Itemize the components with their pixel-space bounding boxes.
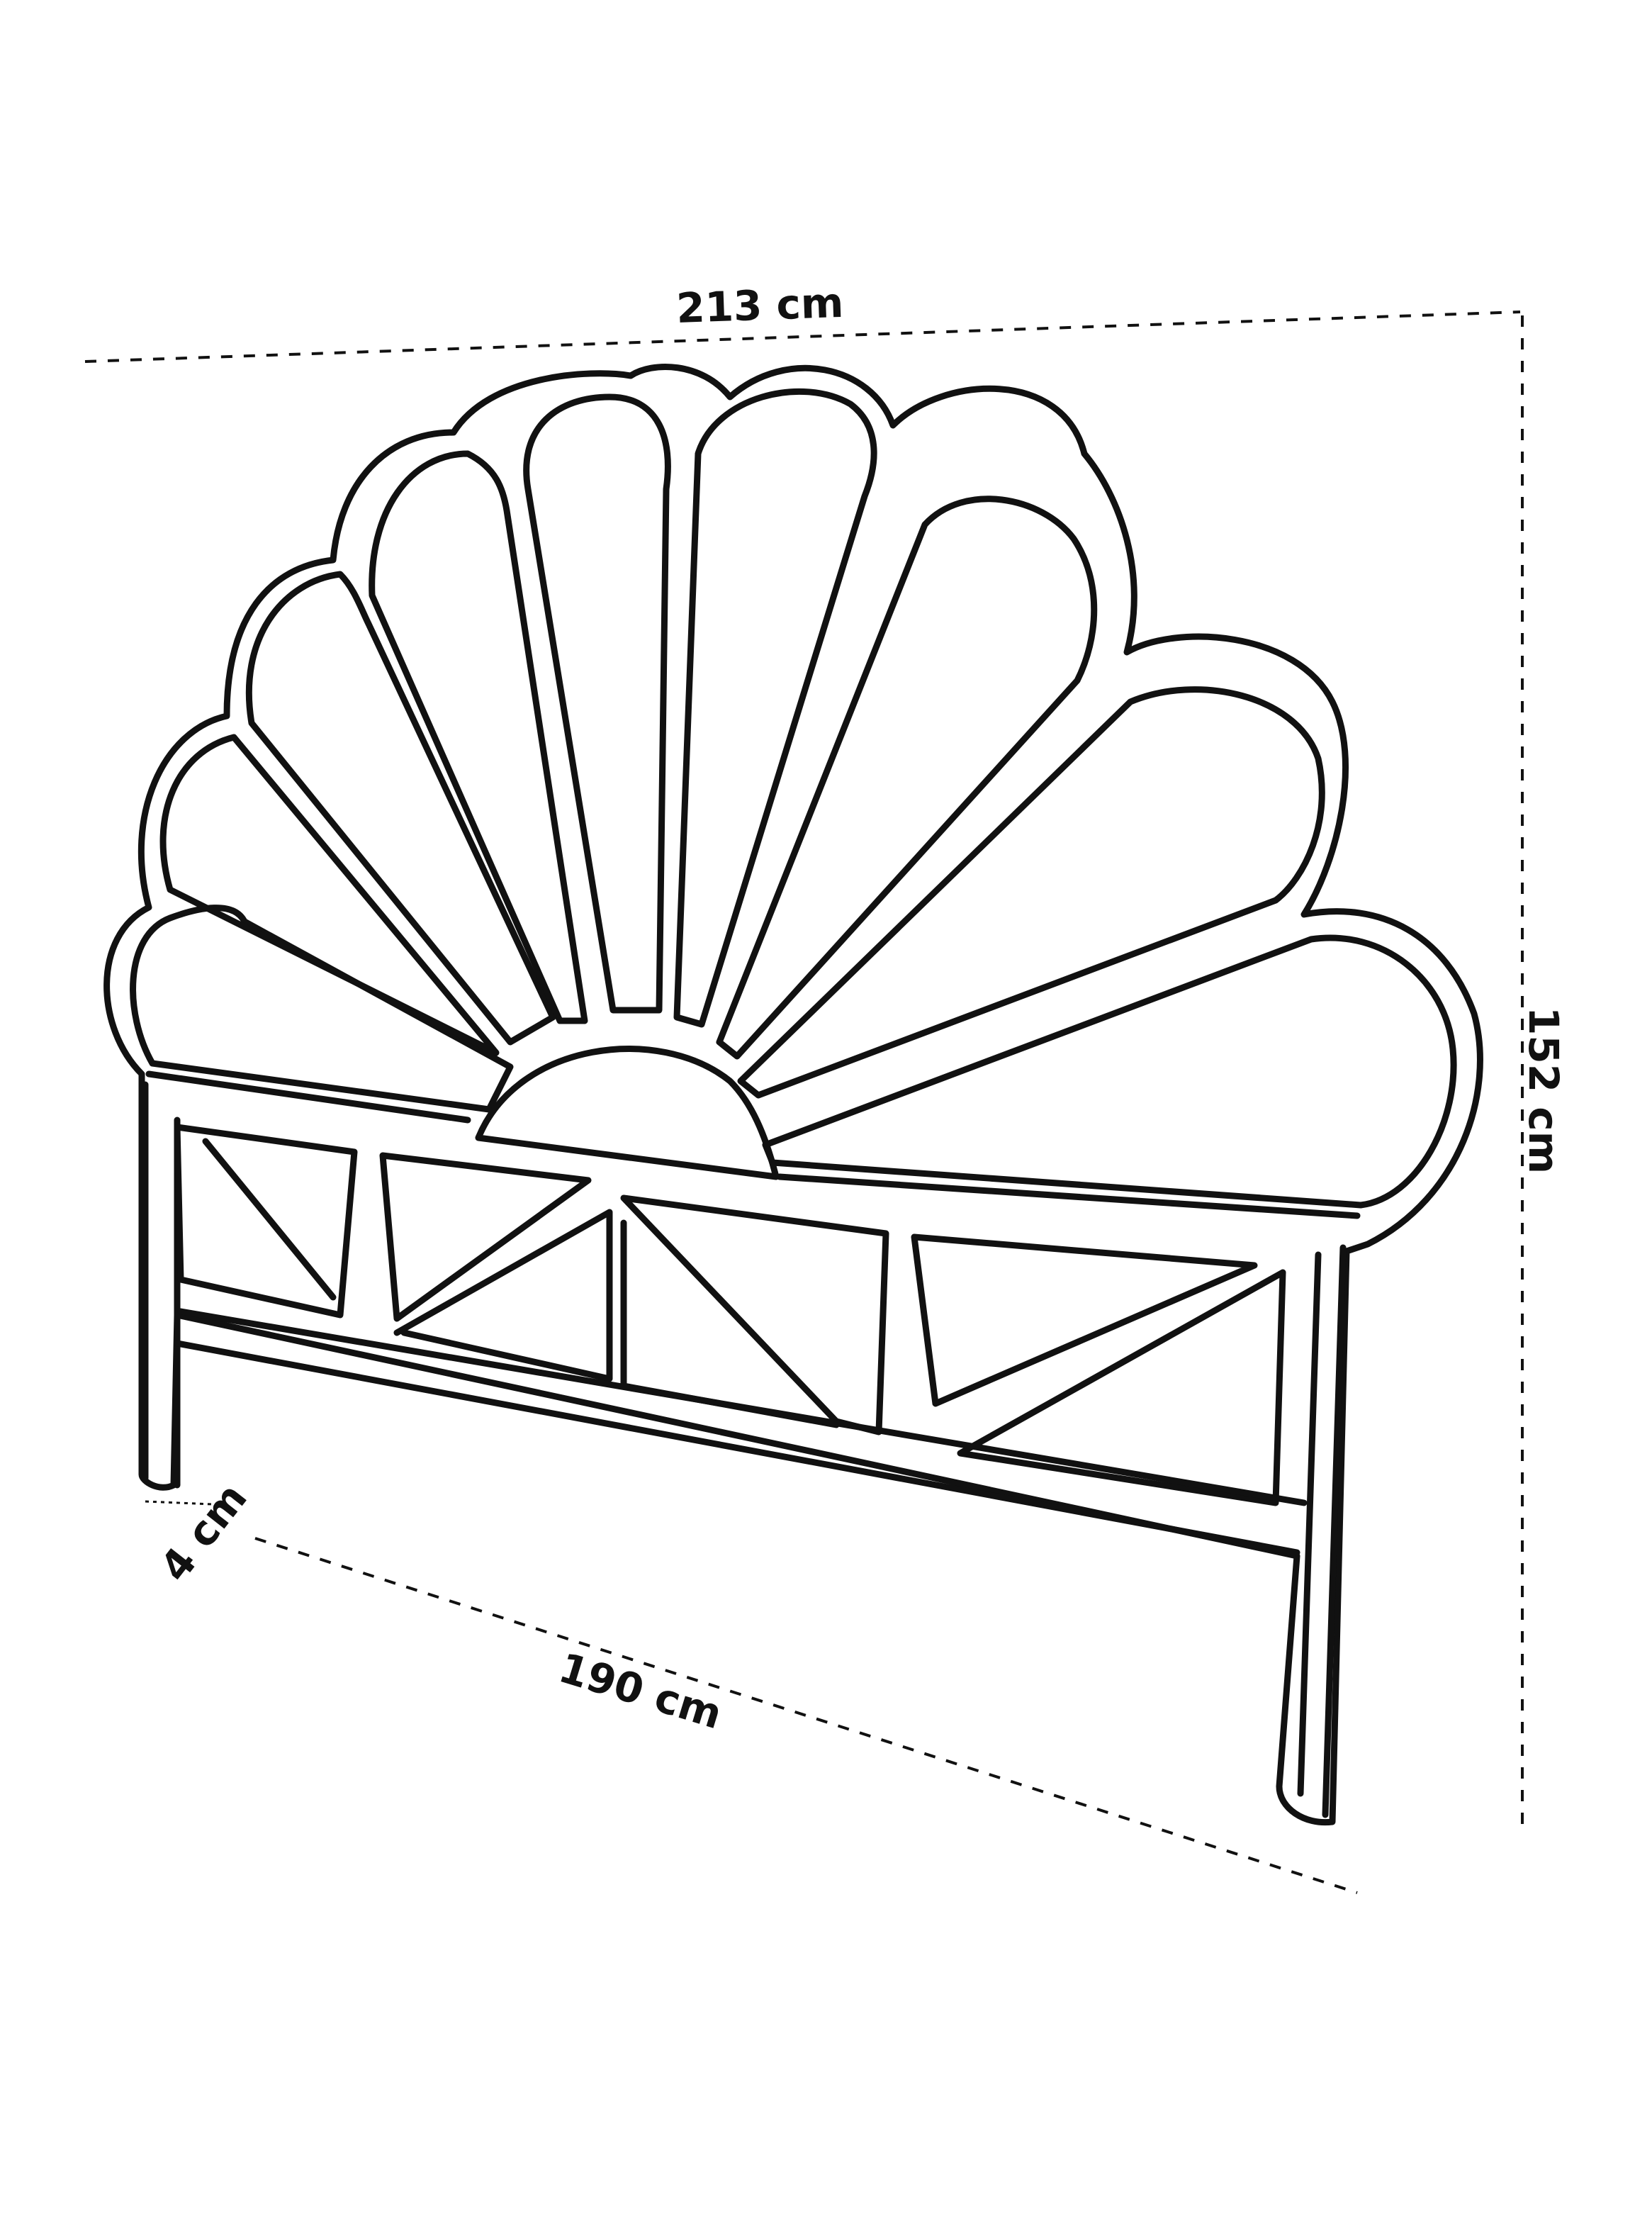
petal-2 [159, 734, 500, 1056]
headboard [103, 364, 1483, 1826]
petal-3 [245, 571, 556, 1046]
thickness-dimension-line [145, 1500, 213, 1506]
petal-7 [716, 496, 1098, 1060]
petal-4 [369, 450, 588, 1024]
petal-1 [130, 905, 514, 1113]
frame-panel-1 [174, 1124, 358, 1319]
frame-panel-4 [911, 1233, 1286, 1506]
petal-5 [523, 393, 671, 1014]
top-rail [145, 1070, 1361, 1219]
width-label: 213 cm [675, 279, 844, 332]
sun-half-disc [475, 1046, 780, 1180]
petal-6 [673, 388, 877, 1028]
frame-panel-2 [379, 1152, 613, 1382]
length-label: 190 cm [554, 1643, 728, 1738]
length-dimension-line [254, 1537, 1358, 1894]
petal-9 [762, 934, 1457, 1209]
thickness-label: 4 cm [150, 1474, 256, 1590]
frame-panel-3 [620, 1194, 889, 1436]
right-leg [1297, 1244, 1347, 1818]
bottom-rail [174, 1308, 1308, 1556]
petal-8 [737, 686, 1325, 1099]
outer-scalloped-outline [103, 364, 1483, 1826]
height-label: 152 cm [1519, 1007, 1568, 1174]
dimension-lines [84, 310, 1524, 1894]
